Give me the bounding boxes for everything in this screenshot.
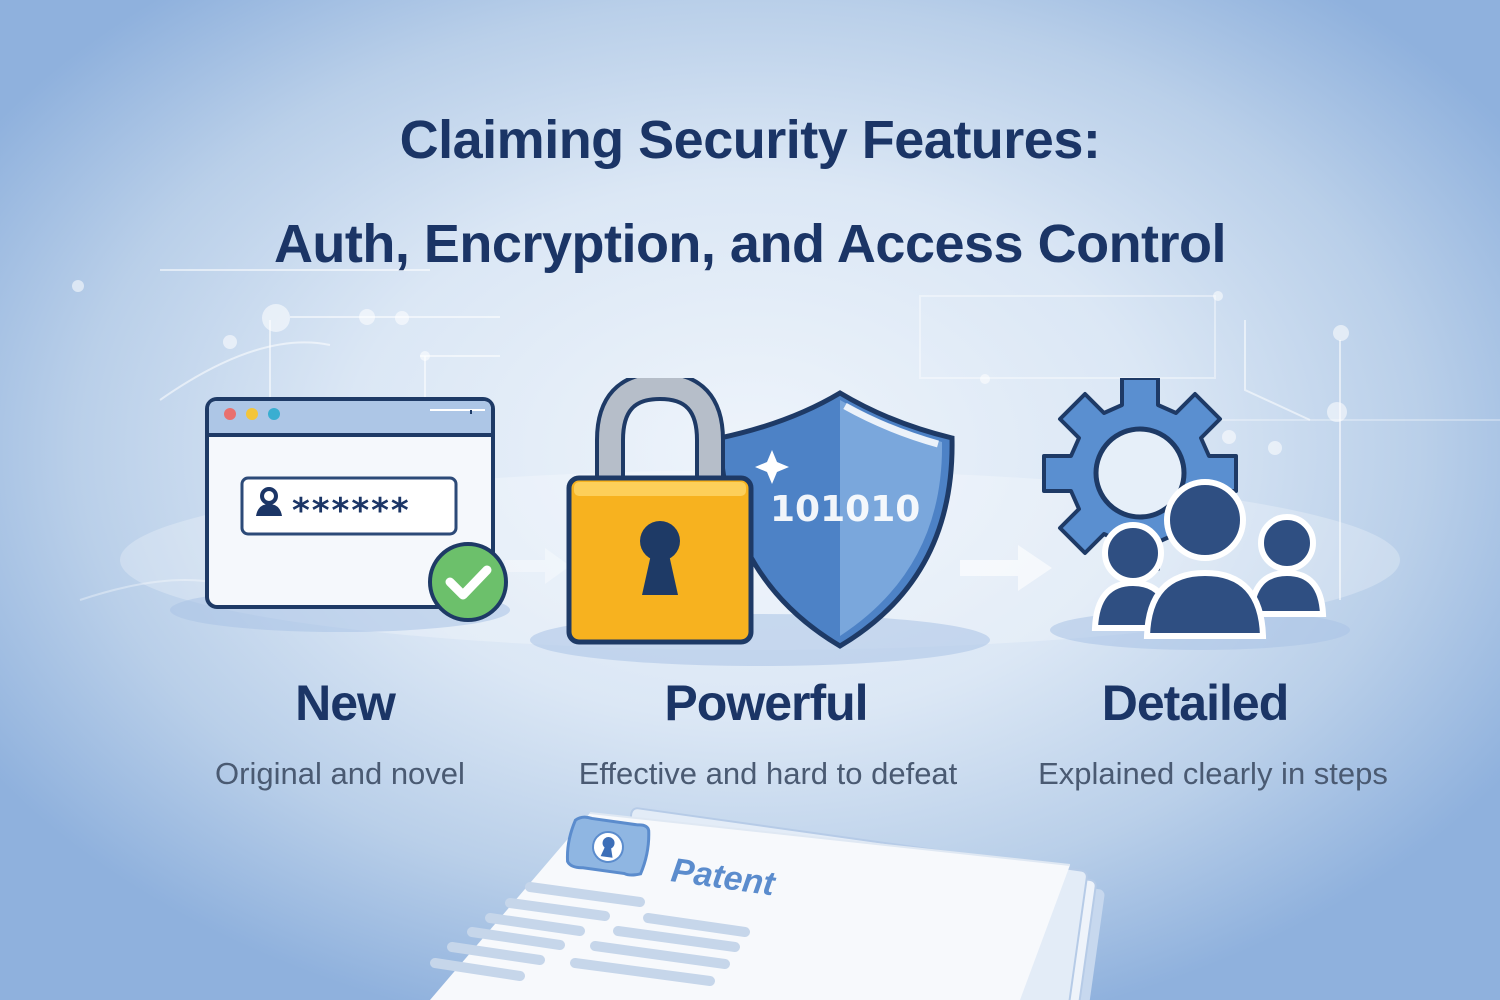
users-icon xyxy=(1091,479,1327,639)
user-icon xyxy=(256,487,282,516)
login-window-icon: ****** xyxy=(205,397,508,622)
padlock-shield-icon: 101010 xyxy=(566,378,955,649)
checkmark-badge-icon xyxy=(428,542,508,622)
keyhole-icon xyxy=(640,521,680,595)
title-line-2: Auth, Encryption, and Access Control xyxy=(273,214,1227,274)
title-line-1: Claiming Security Features: xyxy=(399,110,1101,170)
password-field-value: ****** xyxy=(292,491,411,531)
binary-text: 101010 xyxy=(770,489,920,530)
gear-users-icon xyxy=(1042,378,1327,639)
window-dot-yellow xyxy=(246,408,258,420)
window-dot-red xyxy=(224,408,236,420)
feature-description-new: Original and novel xyxy=(215,756,465,791)
feature-description-powerful: Effective and hard to defeat xyxy=(578,756,958,791)
shield-icon: 101010 xyxy=(717,390,955,649)
feature-heading-detailed: Detailed xyxy=(1101,675,1290,731)
window-dot-blue xyxy=(268,408,280,420)
feature-heading-new: New xyxy=(295,675,396,731)
feature-heading-powerful: Powerful xyxy=(664,675,868,731)
patent-document-icon: Patent xyxy=(430,807,1105,1000)
feature-description-detailed: Explained clearly in steps xyxy=(1038,756,1388,791)
page-title: Claiming Security Features: Auth, Encryp… xyxy=(0,88,1500,296)
patent-seal-icon xyxy=(565,815,651,877)
